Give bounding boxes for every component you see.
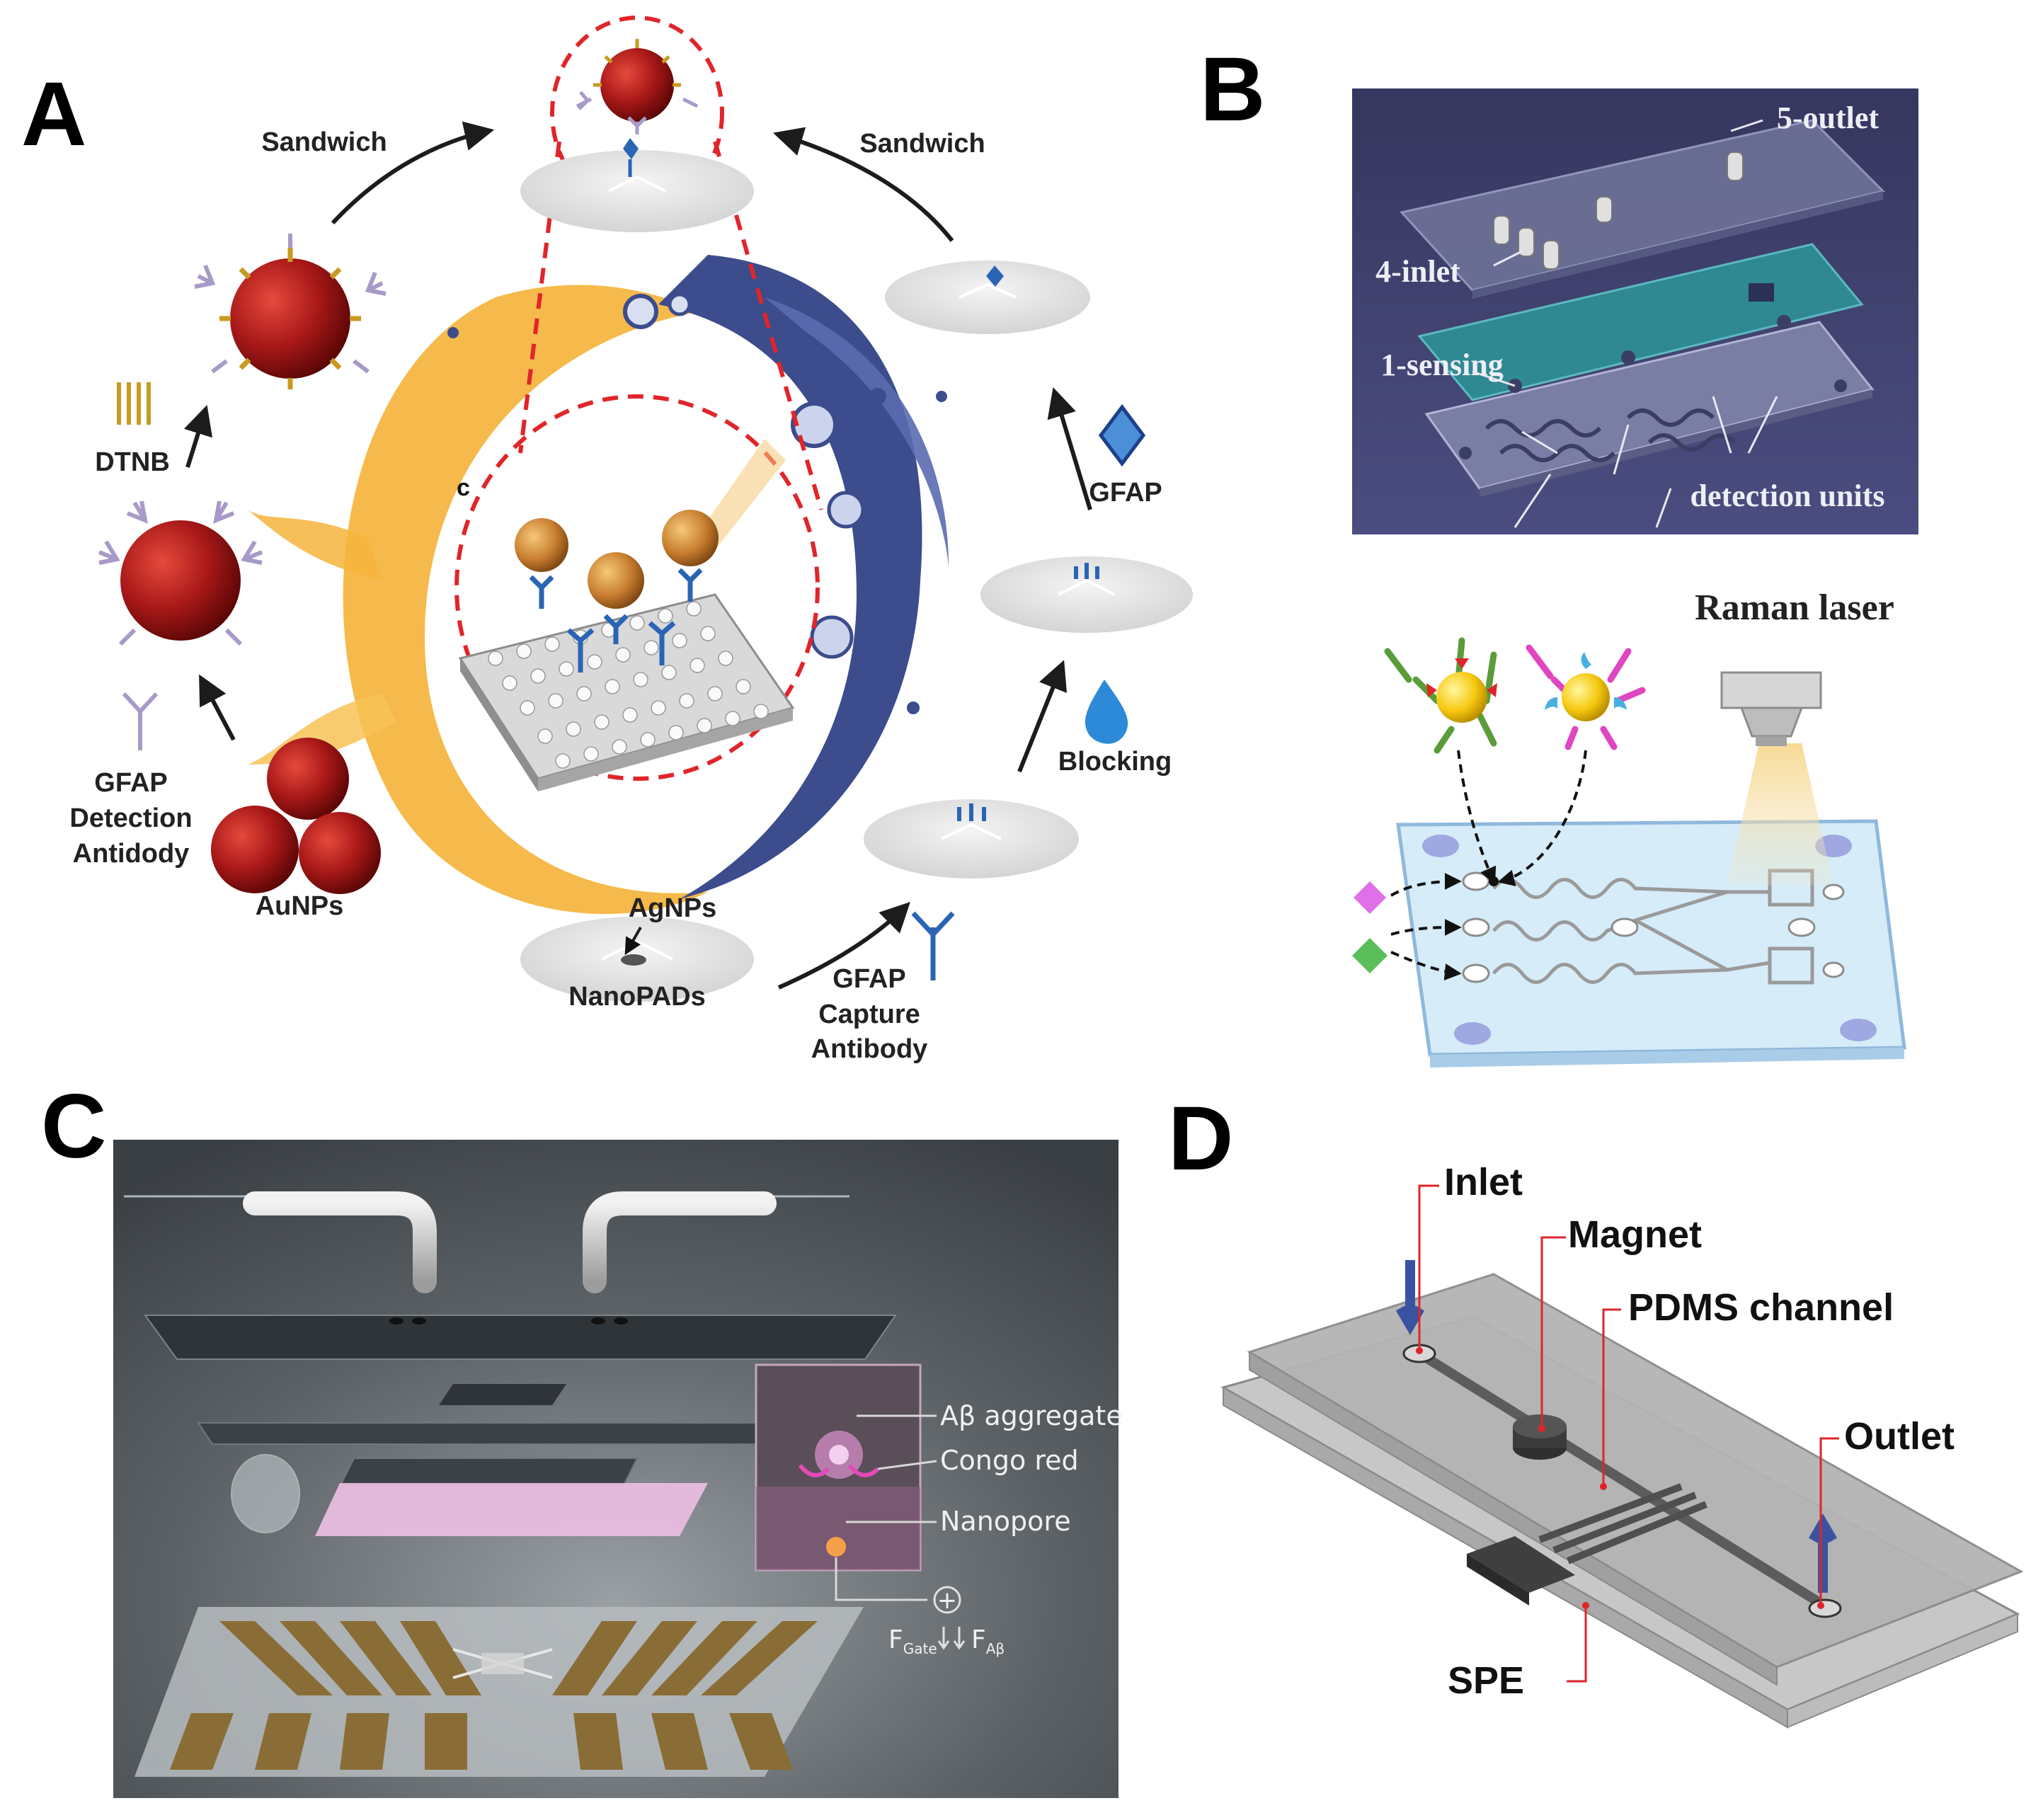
- b-detection-units-label: detection units: [1690, 479, 1885, 513]
- disc-right-middle: [980, 556, 1193, 633]
- d-pdms-channel-label: PDMS channel: [1628, 1286, 1894, 1329]
- agnps-label: AgNPs: [629, 893, 717, 923]
- b-inlet-label: 4-inlet: [1375, 254, 1460, 289]
- dtnb-spring-icon: [117, 382, 151, 425]
- np-with-dtnb: [194, 234, 387, 389]
- magenta-diamond-icon: [1354, 881, 1386, 914]
- panel-c-letter: C: [41, 1076, 106, 1177]
- gfap-detection-label-1: GFAP: [94, 768, 167, 798]
- d-outlet-label: Outlet: [1844, 1415, 1955, 1458]
- agnps-pointer: [624, 927, 642, 956]
- d-chip: [1220, 1184, 2024, 1729]
- aunps-cluster: [211, 738, 381, 894]
- c-f-gate-label: FGate: [888, 1625, 937, 1657]
- gfap-capture-label-1: GFAP: [833, 964, 905, 994]
- panel-b-letter: B: [1200, 39, 1265, 140]
- gfap-diamond-icon: [1098, 404, 1146, 467]
- sandwich-left-label: Sandwich: [261, 127, 387, 157]
- disc-top: [520, 39, 754, 232]
- swirl-ring: [248, 255, 949, 915]
- sandwich-right-label: Sandwich: [859, 129, 985, 159]
- d-magnet-label: Magnet: [1568, 1213, 1702, 1256]
- b-raman-schematic: [1352, 637, 1906, 1068]
- capture-antibody-icon: [911, 911, 955, 980]
- sensor-array: c: [457, 439, 795, 791]
- dashed-zoom-inner: [454, 394, 820, 781]
- c-f-ab-label: FAβ: [971, 1625, 1005, 1657]
- c-nanopore-label: Nanopore: [940, 1506, 1071, 1537]
- panel-d-letter: D: [1168, 1088, 1233, 1189]
- panel-a: A: [21, 16, 1193, 1064]
- b-exploded-chip: [1400, 119, 1885, 528]
- panel-d: D: [1168, 1088, 2024, 1729]
- c-f-gate-subscript: Gate: [903, 1640, 937, 1657]
- panel-c: C: [41, 1076, 1123, 1798]
- green-diamond-icon: [1352, 938, 1388, 973]
- c-plus-label: +: [937, 1586, 958, 1615]
- b-raman-laser-label: Raman laser: [1695, 588, 1894, 628]
- green-antibody-probe: [1384, 637, 1497, 754]
- panel-a-letter: A: [21, 64, 86, 165]
- aunps-label: AuNPs: [256, 891, 344, 921]
- dtnb-label: DTNB: [95, 447, 170, 477]
- nanopads-label: NanoPADs: [568, 982, 706, 1012]
- inner-c-label: c: [457, 474, 470, 501]
- c-device-layers: [124, 1191, 897, 1777]
- c-inset: [755, 1363, 966, 1650]
- gfap-label: GFAP: [1089, 478, 1162, 508]
- np-with-antibody: [98, 500, 263, 646]
- gfap-capture-label-2: Capture: [818, 1000, 920, 1029]
- c-ab-aggregate-label: Aβ aggregate: [940, 1400, 1123, 1431]
- c-congo-red-label: Congo red: [940, 1445, 1079, 1476]
- blocking-label: Blocking: [1058, 747, 1172, 777]
- disc-right-bottom: [864, 799, 1079, 878]
- gfap-detection-label-2: Detection: [69, 803, 192, 833]
- blocking-drop-icon: [1085, 680, 1128, 744]
- b-outlet-label: 5-outlet: [1777, 101, 1880, 135]
- gfap-capture-label-3: Antibody: [811, 1034, 928, 1064]
- magenta-antibody-probe: [1526, 644, 1646, 750]
- d-spe-label: SPE: [1448, 1659, 1524, 1702]
- disc-right-top: [885, 261, 1090, 334]
- detection-antibody-icon: [122, 692, 159, 750]
- b-sensing-label: 1-sensing: [1380, 348, 1504, 382]
- c-f-ab-subscript: Aβ: [986, 1640, 1005, 1657]
- cycle-arrows: [183, 121, 1092, 990]
- panel-b: B: [1200, 39, 1918, 1068]
- d-inlet-label: Inlet: [1444, 1161, 1523, 1203]
- gfap-detection-label-3: Antidody: [73, 839, 190, 869]
